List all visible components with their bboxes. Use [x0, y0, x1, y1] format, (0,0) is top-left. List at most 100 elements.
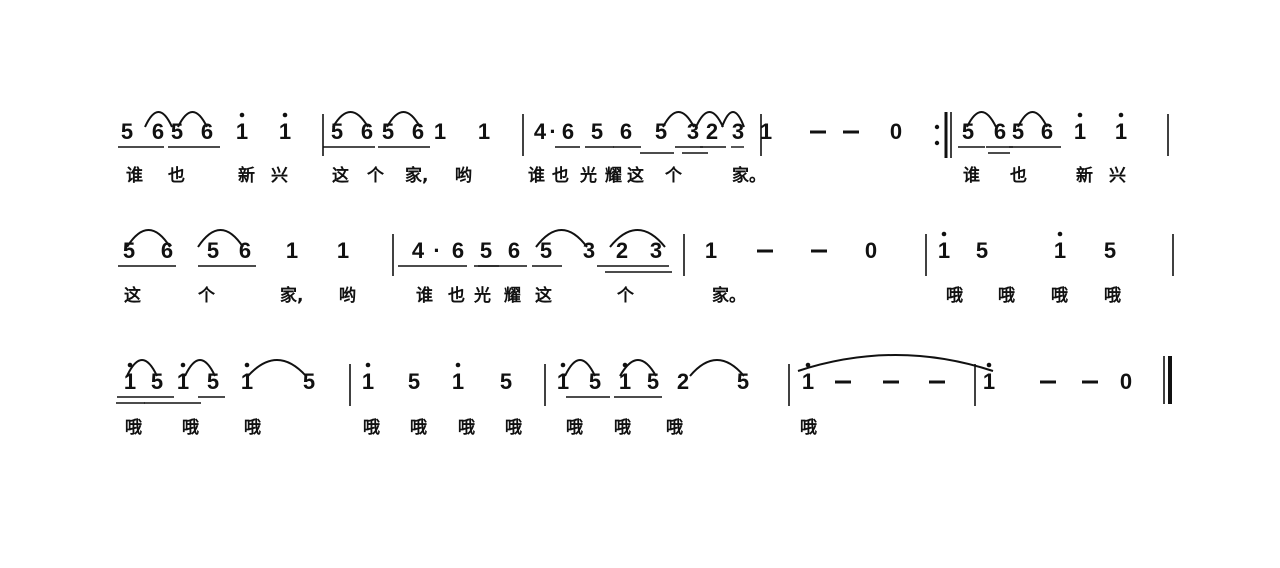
lyric-char: 家,: [405, 166, 429, 186]
lyric-char: 谁: [528, 166, 545, 186]
lyric-char: 这: [627, 166, 644, 186]
high-octave-dot-icon: [805, 362, 811, 368]
jianpu-note: 5: [122, 238, 136, 263]
lyric-char: 个: [198, 286, 215, 306]
slur-arc: [689, 359, 745, 377]
jianpu-note: 6: [451, 238, 465, 263]
slur-arc: [184, 359, 216, 377]
lyric-char: 家,: [280, 286, 304, 306]
lyric-char: 这: [332, 166, 349, 186]
jianpu-note: 1: [618, 369, 632, 394]
jianpu-note: 6: [619, 119, 633, 144]
lyric-char: 哦: [1051, 286, 1068, 306]
jianpu-note: 5: [588, 369, 602, 394]
lyric-char: 兴: [1109, 166, 1126, 186]
lyric-char: 这: [124, 286, 141, 306]
lyric-char: 哦: [410, 418, 427, 438]
jianpu-note: 1: [361, 369, 375, 394]
lyric-char: 耀: [504, 286, 521, 306]
lyric-char: 谁: [126, 166, 143, 186]
lyric-char: 家。: [712, 286, 746, 306]
lyric-char: 哟: [455, 166, 472, 186]
jianpu-note: 6: [993, 119, 1007, 144]
jianpu-note: 5: [961, 119, 975, 144]
jianpu-note: 5: [302, 369, 316, 394]
jianpu-note: 5: [736, 369, 750, 394]
jianpu-note: 1: [235, 119, 249, 144]
jianpu-note: 5: [381, 119, 395, 144]
jianpu-note: 5: [150, 369, 164, 394]
high-octave-dot-icon: [282, 112, 288, 118]
jianpu-note: 5: [1103, 238, 1117, 263]
jianpu-note: 4: [411, 238, 425, 263]
jianpu-note: 3: [731, 119, 745, 144]
jianpu-note: 4: [533, 119, 547, 144]
jianpu-note: 1: [556, 369, 570, 394]
lyric-char: 光: [474, 286, 491, 306]
jianpu-note: 1: [1114, 119, 1128, 144]
repeat-dot-icon: [934, 140, 940, 146]
slur-arc: [721, 111, 745, 128]
jianpu-note: 5: [206, 369, 220, 394]
jianpu-note: 5: [170, 119, 184, 144]
jianpu-note: 1: [477, 119, 491, 144]
slur-arc: [695, 111, 724, 128]
slur-arc: [144, 111, 173, 128]
jianpu-note: 5: [206, 238, 220, 263]
lyric-char: 谁: [963, 166, 980, 186]
slur-arc: [966, 111, 997, 128]
jianpu-note: 5: [646, 369, 660, 394]
jianpu-note: 2: [676, 369, 690, 394]
lyric-char: 哦: [244, 418, 261, 438]
high-octave-dot-icon: [239, 112, 245, 118]
slur-arc: [619, 359, 657, 377]
jianpu-note: 5: [120, 119, 134, 144]
lyric-char: 哦: [363, 418, 380, 438]
jianpu-note: 1: [759, 119, 773, 144]
jianpu-note: 1: [451, 369, 465, 394]
high-octave-dot-icon: [180, 362, 186, 368]
slur-arc: [332, 111, 369, 128]
lyric-char: 哦: [566, 418, 583, 438]
jianpu-note: 1: [240, 369, 254, 394]
lyric-char: 兴: [271, 166, 288, 186]
jianpu-note: 2: [615, 238, 629, 263]
jianpu-note: 5: [499, 369, 513, 394]
slur-arc: [126, 359, 158, 377]
jianpu-note: 1: [1073, 119, 1087, 144]
lyric-char: 哦: [800, 418, 817, 438]
jianpu-note: 6: [160, 238, 174, 263]
jianpu-note: 0: [889, 119, 903, 144]
slur-arc: [1017, 111, 1048, 128]
jianpu-note: 0: [1119, 369, 1133, 394]
jianpu-note: 1: [982, 369, 996, 394]
jianpu-note: 6: [561, 119, 575, 144]
jianpu-note: 1: [1053, 238, 1067, 263]
repeat-dot-icon: [934, 124, 940, 130]
jianpu-note: 5: [479, 238, 493, 263]
jianpu-note: ·: [549, 119, 557, 144]
slur-arc: [609, 229, 666, 248]
lyric-char: 耀: [605, 166, 622, 186]
lyric-char: 新: [238, 166, 255, 186]
slur-arc: [564, 359, 596, 377]
slur-arc: [177, 111, 208, 128]
high-octave-dot-icon: [560, 362, 566, 368]
jianpu-note: 3: [649, 238, 663, 263]
high-octave-dot-icon: [986, 362, 992, 368]
slur-arc: [797, 354, 994, 372]
lyric-char: 哟: [339, 286, 356, 306]
jianpu-note: 5: [539, 238, 553, 263]
lyric-char: 个: [367, 166, 384, 186]
jianpu-note: 5: [407, 369, 421, 394]
lyric-char: 谁: [416, 286, 433, 306]
lyric-char: 也: [448, 286, 465, 306]
lyric-char: 新: [1076, 166, 1093, 186]
jianpu-note: 5: [590, 119, 604, 144]
high-octave-dot-icon: [1077, 112, 1083, 118]
jianpu-note: 1: [704, 238, 718, 263]
lyric-char: 哦: [125, 418, 142, 438]
high-octave-dot-icon: [365, 362, 371, 368]
jianpu-note: 1: [433, 119, 447, 144]
